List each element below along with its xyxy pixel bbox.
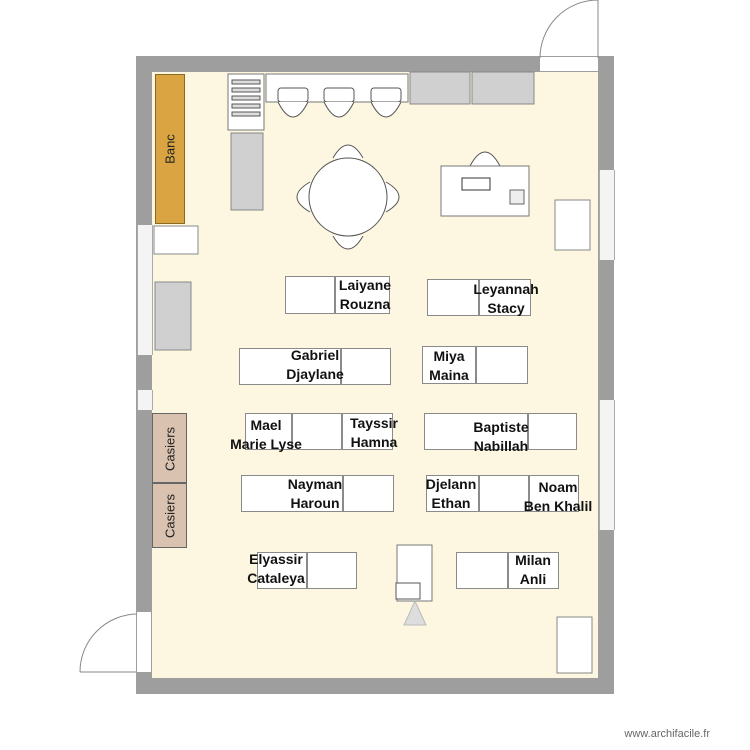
desk-10b: [508, 552, 559, 589]
locker-bottom: [152, 483, 187, 548]
desk-2a: [427, 279, 479, 316]
cabinet-1: [409, 71, 471, 105]
desk-3a: [239, 348, 341, 385]
door-opening-bottom-left: [137, 612, 151, 672]
locker-top: [152, 413, 187, 483]
student-name: Ethan: [431, 495, 471, 511]
student-name: Mael: [250, 417, 282, 433]
window-right-2: [599, 400, 615, 530]
counter-chairs: [277, 87, 402, 118]
teacher-desk: [440, 151, 530, 217]
name-group-3: Gabriel Djaylane: [280, 346, 350, 384]
student-name: Hamna: [350, 434, 398, 450]
name-group-10: Noam Ben Khalil: [520, 478, 596, 516]
desk-8a: [426, 475, 479, 512]
watermark: www.archifacile.fr: [624, 728, 710, 740]
student-name: Ben Khalil: [523, 498, 593, 514]
round-table: [296, 144, 400, 250]
bench: [155, 74, 185, 224]
student-name: Rouzna: [339, 296, 391, 312]
student-name: Elyassir: [249, 551, 303, 567]
name-group-7: Baptiste Nabillah: [463, 418, 539, 456]
window-left-2: [137, 390, 153, 410]
desk-3b: [341, 348, 391, 385]
student-name: Haroun: [290, 495, 340, 511]
name-group-11: Elyassir Cataleya: [240, 550, 312, 588]
desk-7a: [241, 475, 343, 512]
locker-bottom-label: Casiers: [162, 493, 178, 539]
side-table-left: [153, 225, 199, 255]
bench-label: Banc: [162, 134, 178, 164]
door-swing-bottom: [79, 613, 138, 673]
student-name: Miya: [433, 348, 465, 364]
name-group-12: Milan Anli: [508, 551, 558, 589]
desk-1b: [335, 276, 390, 314]
desk-4b: [476, 346, 528, 384]
name-group-1: Laiyane Rouzna: [335, 276, 395, 314]
wall-top: [136, 56, 614, 72]
student-name: Djelann: [425, 476, 477, 492]
door-swing-top: [539, 0, 599, 59]
locker-top-label: Casiers: [162, 426, 178, 472]
student-name: Tayssir: [350, 415, 398, 431]
desk-9b: [307, 552, 357, 589]
window-left-1: [137, 225, 153, 355]
wall-bottom: [136, 678, 614, 694]
desk-5a: [245, 413, 292, 450]
window-right-1: [599, 170, 615, 260]
student-name: Marie Lyse: [230, 436, 302, 452]
name-group-9: Djelann Ethan: [418, 475, 484, 513]
desk-10a: [456, 552, 508, 589]
desk-5c: [342, 413, 393, 450]
desk-5b: [292, 413, 342, 450]
student-name: Cataleya: [247, 570, 305, 586]
desk-9a: [257, 552, 307, 589]
desk-6b: [528, 413, 577, 450]
student-name: Maina: [429, 367, 469, 383]
student-name: Laiyane: [338, 277, 392, 293]
desk-7b: [343, 475, 394, 512]
student-name: Noam: [538, 479, 578, 495]
name-group-5: Mael Marie Lyse: [226, 416, 306, 454]
desk-4a: [422, 346, 476, 384]
projector-cart: [395, 544, 433, 626]
desk-1a: [285, 276, 335, 314]
desk-8c: [529, 475, 579, 512]
cabinet-right-bottom: [556, 616, 593, 674]
student-name: Gabriel: [290, 347, 340, 363]
wall-left: [136, 56, 152, 694]
name-group-4: Miya Maina: [424, 347, 474, 385]
student-name: Djaylane: [286, 366, 344, 382]
student-name: Stacy: [487, 300, 525, 316]
name-group-6: Tayssir Hamna: [343, 414, 405, 452]
student-name: Nabillah: [473, 438, 529, 454]
desk-2b: [479, 279, 531, 316]
student-name: Baptiste: [473, 419, 529, 435]
cabinet-2: [471, 71, 535, 105]
cabinet-left: [230, 132, 264, 211]
student-name: Leyannah: [473, 281, 539, 297]
cabinet-right-top: [554, 199, 591, 251]
student-name: Milan: [515, 552, 551, 568]
name-group-2: Leyannah Stacy: [470, 280, 542, 318]
door-opening-top: [540, 57, 598, 71]
cabinet-left-wall: [154, 281, 192, 351]
name-group-8: Nayman Haroun: [280, 475, 350, 513]
desk-6a: [424, 413, 528, 450]
shelf-unit: [227, 73, 265, 131]
desk-8b: [479, 475, 529, 512]
student-name: Nayman: [287, 476, 343, 492]
student-name: Anli: [519, 571, 547, 587]
